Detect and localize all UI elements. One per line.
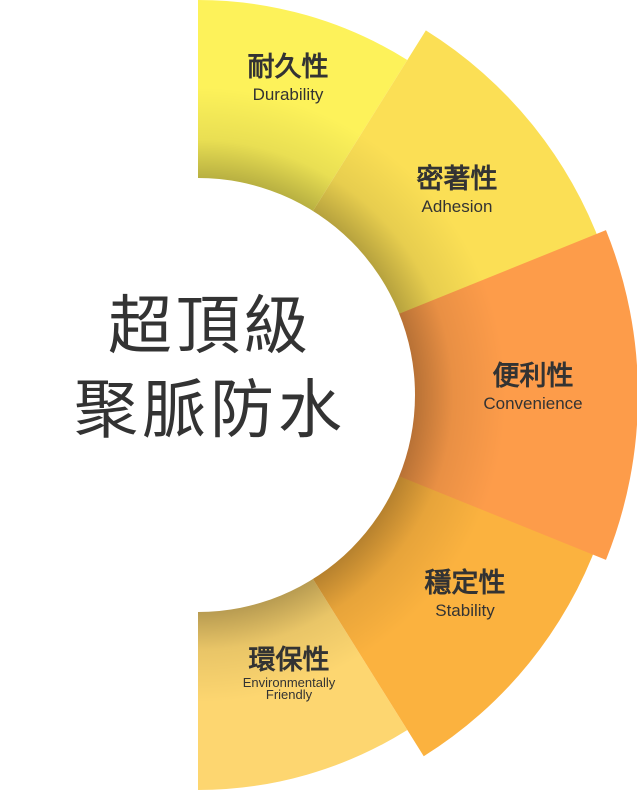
label-en: Adhesion xyxy=(421,197,493,216)
label-environmental: 環保性 Environmentally Friendly xyxy=(189,645,389,701)
title-line-2: 聚脈防水 xyxy=(74,374,346,448)
label-stability: 穩定性 Stability xyxy=(365,568,565,622)
label-zh: 便利性 xyxy=(492,361,574,392)
label-zh: 穩定性 xyxy=(424,568,506,599)
segment-environmental-shade xyxy=(198,564,408,790)
label-zh: 耐久性 xyxy=(247,52,329,83)
title-line-1: 超頂級 xyxy=(108,290,312,364)
label-en: Durability xyxy=(252,85,324,104)
label-durability: 耐久性 Durability xyxy=(188,52,388,106)
segment-adhesion-shade xyxy=(303,30,603,327)
label-en-2: Friendly xyxy=(265,687,313,702)
label-en: Convenience xyxy=(483,394,583,413)
label-convenience: 便利性 Convenience xyxy=(433,361,633,415)
label-zh: 環保性 xyxy=(248,645,330,676)
label-en: Environmentally xyxy=(242,675,336,690)
center-title: 超頂級 聚脈防水 xyxy=(40,285,380,453)
label-en: Stability xyxy=(435,601,495,620)
center-circle xyxy=(0,178,415,612)
segment-stability-shade xyxy=(303,463,599,757)
segment-durability-shade xyxy=(198,0,408,226)
segment-convenience-shade xyxy=(383,230,637,560)
label-adhesion: 密著性 Adhesion xyxy=(357,164,557,218)
label-zh: 密著性 xyxy=(416,164,498,195)
